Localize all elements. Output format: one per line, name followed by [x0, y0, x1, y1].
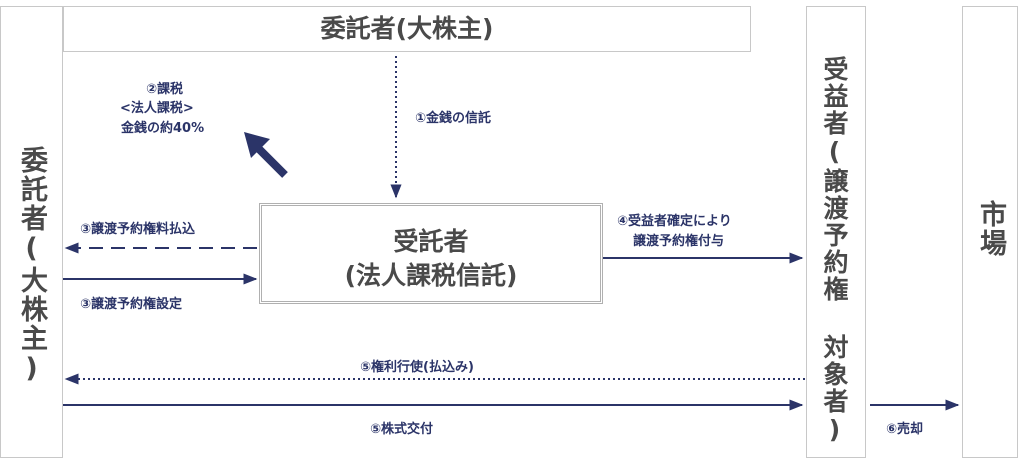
grant-sublabel: 譲渡予約権付与 [633, 234, 725, 249]
market-box [962, 6, 1018, 458]
payment-label: ③譲渡予約権料払込 [80, 222, 196, 237]
tax-type-label: <法人課税> [120, 101, 194, 116]
setting-label: ③譲渡予約権設定 [80, 297, 183, 312]
trust-money-label: ①金銭の信託 [415, 111, 492, 126]
exercise-label: ⑤権利行使(払込み) [360, 360, 474, 375]
trustee-sublabel: (法人課税信託) [344, 261, 518, 290]
top-entity-box [63, 6, 751, 52]
beneficiary-box [806, 6, 866, 458]
trustee-box [259, 203, 603, 304]
tax-rate-label: 金銭の約40% [121, 121, 205, 136]
market-label: 市場 [975, 200, 1006, 258]
beneficiary-label: 受益者(譲渡予約権 対象者) [820, 56, 849, 446]
delivery-label: ⑤株式交付 [370, 422, 434, 437]
tax-label: ②課税 [146, 82, 184, 97]
top-entity-label: 委託者(大株主) [320, 14, 494, 43]
grant-label: ④受益者確定により [617, 214, 732, 229]
left-entity-box [0, 6, 63, 458]
left-entity-label: 委託者(大株主) [16, 146, 47, 386]
sale-label: ⑥売却 [886, 422, 924, 437]
trustee-label: 受託者 [393, 227, 469, 256]
tax-arrow [244, 132, 288, 178]
